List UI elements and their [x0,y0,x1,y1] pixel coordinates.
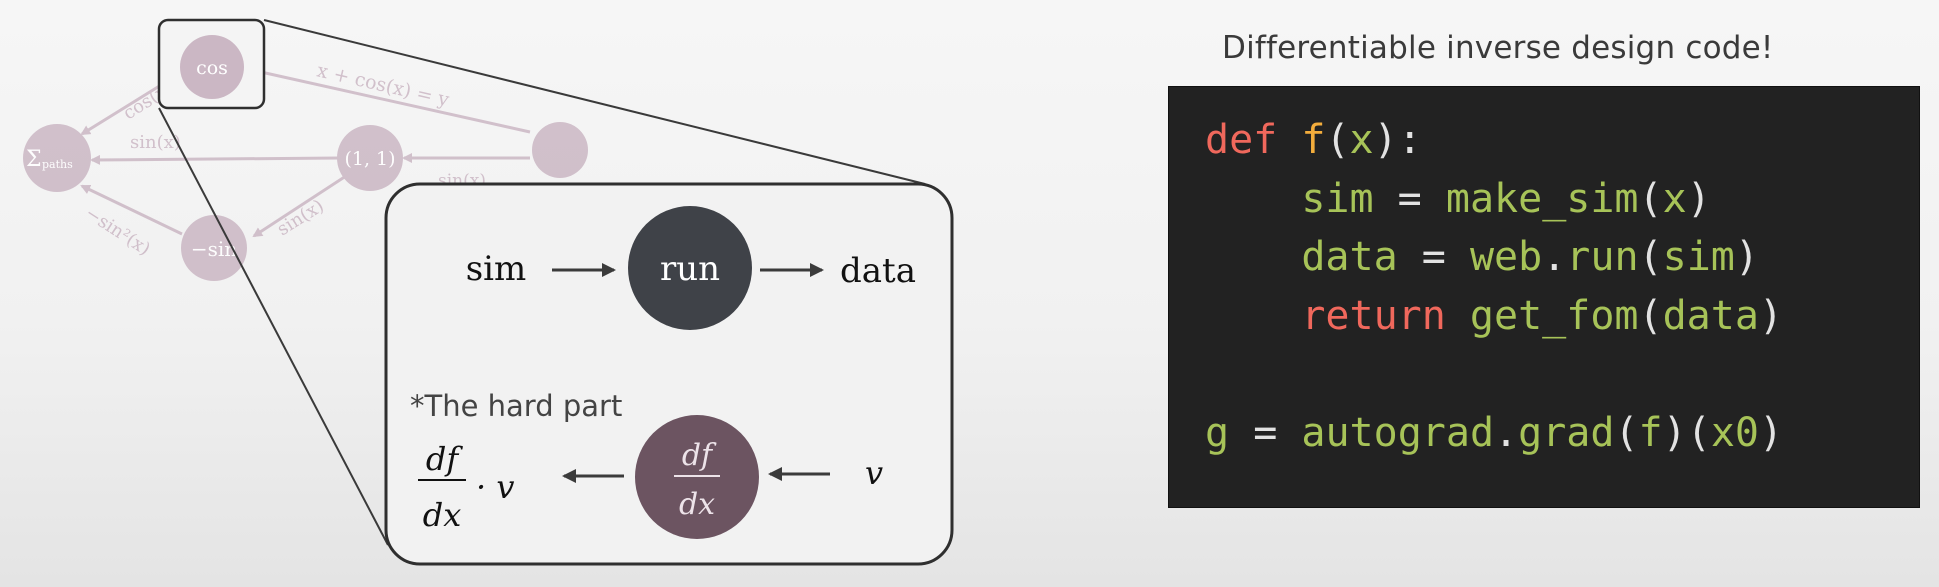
code-line: return get_fom(data) [1301,292,1784,339]
code-panel: def f(x): sim = make_sim(x) data = web.r… [1168,86,1920,508]
sim-label: sim [466,249,527,289]
edge-label-sin-top: sin(x) [130,132,181,153]
code-title: Differentiable inverse design code! [1222,30,1774,66]
edge-label-sin-bottom: sin(x) [274,196,328,241]
node-pair [337,125,403,191]
node-partial-right [532,122,588,178]
node-sum-label: Σ [26,147,42,172]
grad-node-df: df [682,438,717,473]
grad-node-dx: dx [679,487,715,522]
node-neg-sin [181,215,247,281]
run-node [628,206,752,330]
zoom-box: sim run data *The hard part df dx · v df… [384,182,954,566]
zoom-box-frame [384,182,954,566]
node-pair-label: (1, 1) [344,148,395,170]
edge-negsin-to-sum [80,184,183,236]
code-line: def f(x): [1205,117,1422,163]
lhs-df: df [426,440,463,478]
computation-graph-diagram: Σ paths (1, 1) −sin cos(x)·1 x + cos(x) … [23,18,954,566]
code-line: data = web.run(sim) [1301,234,1759,280]
code-block: def f(x): sim = make_sim(x) data = web.r… [1169,87,1919,462]
node-neg-sin-label: −sin [191,237,237,261]
v-label: v [865,454,883,492]
edge-pair-to-sum [90,154,341,165]
lhs-dx: dx [423,496,462,534]
code-line: sim = make_sim(x) [1301,175,1711,222]
data-label: data [840,251,916,291]
edge-pair-to-negsin [252,174,347,238]
hard-part-note: *The hard part [410,389,622,423]
zoom-line-top [263,19,926,185]
node-cos [180,35,244,99]
node-sum [23,124,91,192]
node-sum-subscript: paths [42,158,73,171]
zoom-line-bottom [158,107,389,546]
node-cos-label: cos [196,57,228,79]
edge-label-neg-sin-sq: −sin²(x) [81,203,154,260]
edge-label-x-cos: x + cos(x) = y [315,59,452,111]
graph-edges [80,66,531,238]
lhs-dot-v: · v [476,468,514,506]
code-line: g = autograd.grad(f)(x0) [1205,409,1784,456]
run-node-label: run [660,249,720,289]
edge-pair-to-cos [250,66,531,134]
